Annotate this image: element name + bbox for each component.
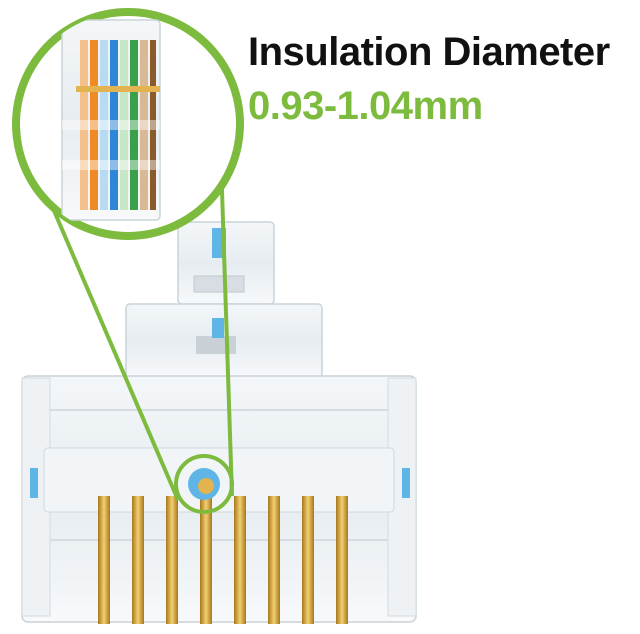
connector-body	[21, 221, 417, 623]
contact-pins	[98, 496, 348, 624]
wire-cross-section	[174, 454, 234, 514]
insulation-diameter-heading: Insulation Diameter	[248, 30, 610, 74]
insulation-diameter-value: 0.93-1.04mm	[248, 84, 483, 128]
magnified-inset	[12, 8, 244, 240]
